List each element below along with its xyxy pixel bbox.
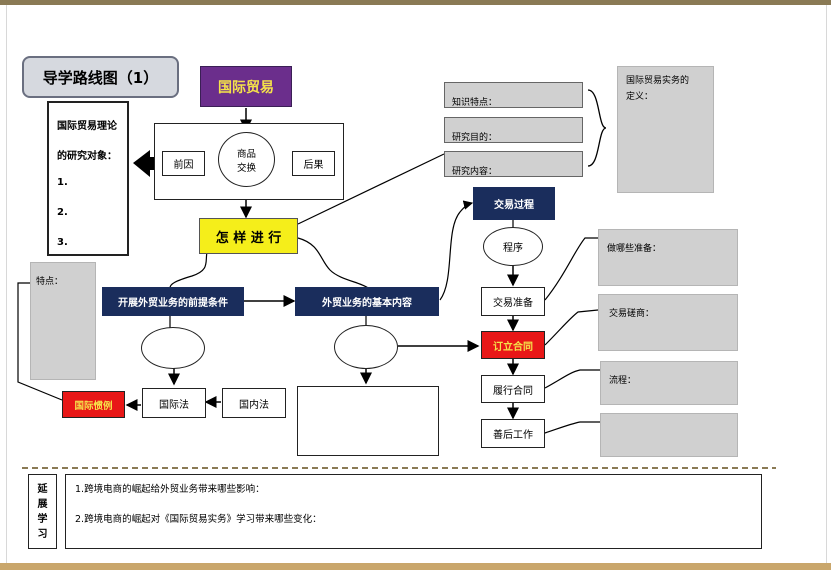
blank-ellipse-left <box>141 327 205 369</box>
step-aftercare: 善后工作 <box>481 419 545 448</box>
node-basic-content: 外贸业务的基本内容 <box>295 287 439 316</box>
theory-box: 国际贸易理论 的研究对象： 1. 2. 3. <box>47 101 129 256</box>
knowledge-purpose-box: 研究目的： <box>444 117 583 143</box>
page-title: 导学路线图（1） <box>22 56 179 98</box>
step-trade-preparation: 交易准备 <box>481 287 545 316</box>
feature-box: 特点： <box>30 262 96 380</box>
node-trade-process: 交易过程 <box>473 187 555 220</box>
note-negotiation: 交易磋商： <box>598 294 738 351</box>
note-blank <box>600 413 738 457</box>
extended-label-box: 延 展 学 习 <box>28 474 57 549</box>
blank-content-box <box>297 386 439 456</box>
blank-ellipse-middle <box>334 325 398 369</box>
node-cause: 前因 <box>162 151 205 176</box>
node-domestic-law: 国内法 <box>222 388 286 418</box>
node-international-practice: 国际惯例 <box>62 391 125 418</box>
top-border <box>0 0 831 5</box>
knowledge-content-box: 研究内容： <box>444 151 583 177</box>
node-precondition: 开展外贸业务的前提条件 <box>102 287 244 316</box>
knowledge-feature-box: 知识特点： <box>444 82 583 108</box>
step-sign-contract: 订立合同 <box>481 331 545 359</box>
note-flow: 流程： <box>600 361 738 405</box>
note-preparation: 做哪些准备： <box>598 229 738 286</box>
node-international-trade: 国际贸易 <box>200 66 292 107</box>
step-perform-contract: 履行合同 <box>481 375 545 403</box>
slide-frame <box>6 5 827 565</box>
node-commodity-exchange: 商品 交换 <box>218 132 275 187</box>
node-how: 怎 样 进 行 <box>199 218 298 254</box>
definition-box: 国际贸易实务的 定义： <box>617 66 714 193</box>
bottom-border <box>0 563 831 570</box>
node-effect: 后果 <box>292 151 335 176</box>
node-procedure: 程序 <box>483 227 543 266</box>
node-international-law: 国际法 <box>142 388 206 418</box>
extended-questions-box: 1.跨境电商的崛起给外贸业务带来哪些影响： 2.跨境电商的崛起对《国际贸易实务》… <box>65 474 762 549</box>
